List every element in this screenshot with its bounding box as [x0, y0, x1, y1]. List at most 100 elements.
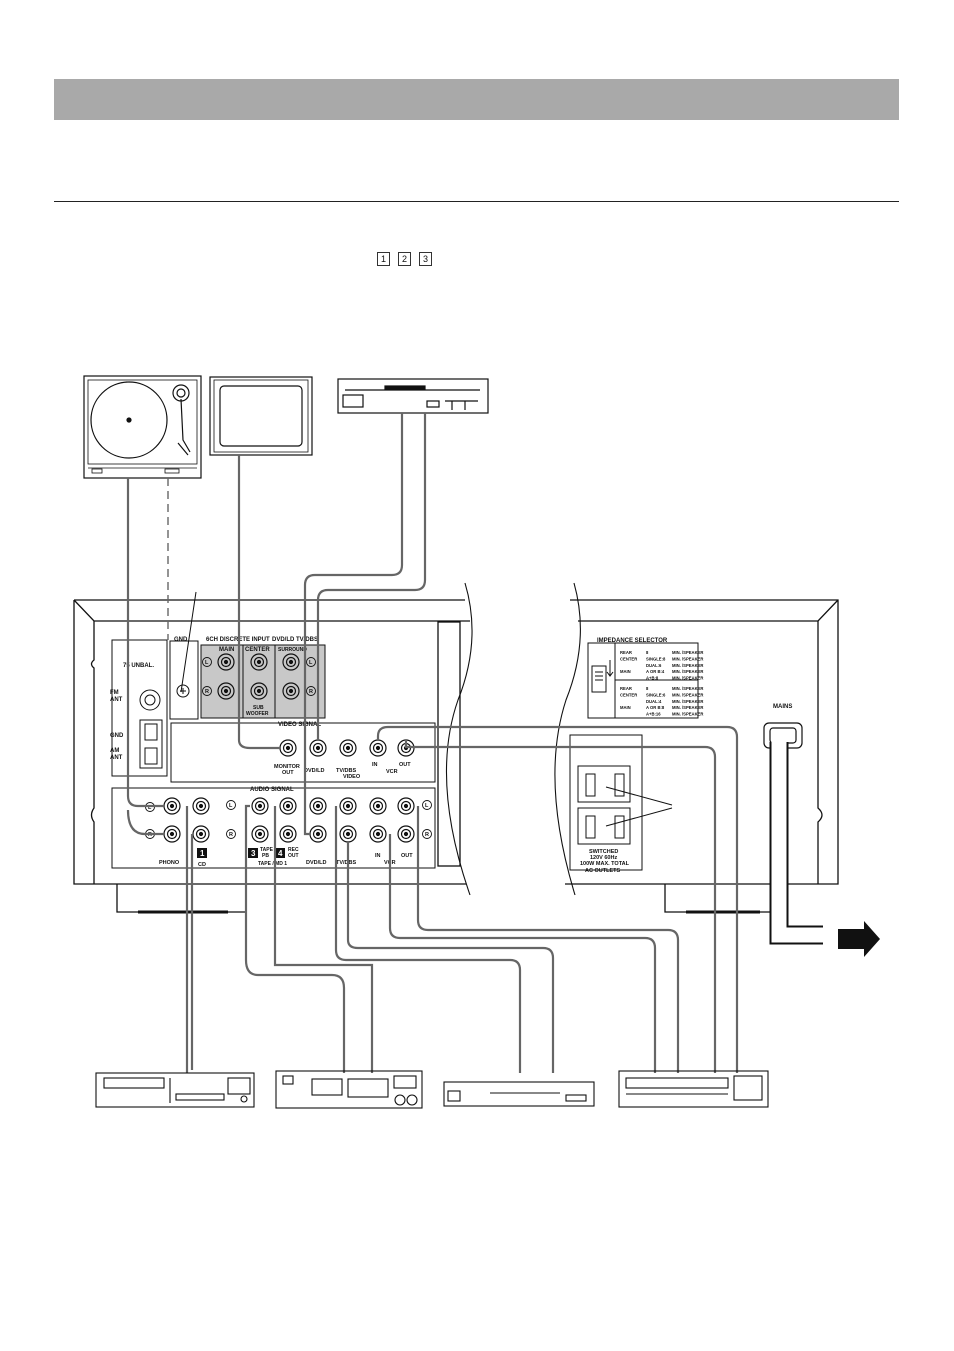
surround-label: SURROUND [278, 647, 307, 653]
impedance-cell: MAIN [620, 669, 631, 674]
audio-signal-panel [111, 787, 436, 869]
impedance-cell: SINGLE:8 [646, 656, 666, 661]
cd-number: 1 [200, 849, 205, 858]
sub-woofer-label-1: SUB [253, 705, 264, 711]
audio-in-label: IN [375, 853, 381, 859]
gnd-label: GND [174, 637, 188, 643]
six-ch-l-left: L [205, 660, 209, 666]
tape-deck [275, 1070, 423, 1109]
ac-outlets-label: AC OUTLETS [585, 868, 620, 874]
am-ant-label-1: AM [110, 748, 119, 754]
audio-signal-label: AUDIO SIGNAL [250, 787, 294, 793]
audio-r-mark-1: R [229, 832, 233, 838]
tape-pb-label-2: PB [262, 853, 269, 859]
unbal-label: 75 UNBAL. [123, 663, 154, 669]
vcr [618, 1070, 769, 1108]
tv-monitor [209, 376, 313, 456]
impedance-cell: SINGLE:6 [646, 692, 666, 697]
impedance-cell: REAR [620, 650, 632, 655]
gnd-ant-label: GND [110, 733, 124, 739]
impedance-selector-label: IMPEDANCE SELECTOR [597, 638, 668, 644]
dvd-player [337, 378, 489, 414]
section-header-bar [54, 79, 899, 120]
impedance-cell: MIN. /SPEAKER [672, 656, 703, 661]
impedance-cell: MIN. /SPEAKER [672, 686, 703, 691]
monitor-out-label-2: OUT [282, 770, 294, 776]
impedance-cell: A OR B:8 [646, 705, 665, 710]
impedance-cell: 8 [646, 686, 649, 691]
impedance-cell: CENTER [620, 692, 637, 697]
right-arrow-icon [838, 921, 880, 957]
tv-dbs-tuner [443, 1081, 595, 1107]
audio-l-mark-1: L [229, 803, 233, 809]
impedance-cell: MIN. /SPEAKER [672, 650, 703, 655]
video-tv-label-1: TV/DBS [336, 768, 357, 774]
video-signal-panel [170, 722, 436, 783]
impedance-cell: 8 [646, 650, 649, 655]
audio-r-mark-2: R [425, 832, 429, 838]
impedance-cell: DUAL:6 [646, 663, 662, 668]
dvd-tv-label: DVD/LD TV/DBS [272, 637, 318, 643]
am-ant-label-2: ANT [110, 755, 123, 761]
audio-tv-label: TV/DBS [336, 860, 357, 866]
impedance-cell: MIN. /SPEAKER [672, 669, 703, 674]
audio-l-mark-2: L [425, 803, 429, 809]
impedance-cell: REAR [620, 686, 632, 691]
impedance-selector [587, 642, 699, 719]
monitor-out-label-1: MONITOR [274, 764, 300, 770]
ref-number-2: 2 [398, 252, 411, 266]
impedance-cell: A+B:16 [646, 712, 661, 717]
cd-number-badge [197, 848, 207, 858]
impedance-cell: DUAL:4 [646, 699, 662, 704]
tape-pb-number: 3 [251, 849, 256, 858]
video-in-label: IN [372, 762, 378, 768]
audio-dvd-label: DVD/LD [306, 860, 327, 866]
six-ch-r-left: R [205, 689, 209, 695]
six-ch-r-right: R [309, 689, 313, 695]
audio-out-label: OUT [401, 853, 413, 859]
video-out-label: OUT [399, 762, 411, 768]
impedance-cell: MIN. /SPEAKER [672, 676, 703, 681]
rec-out-number: 4 [278, 849, 283, 858]
video-vcr-label: VCR [386, 769, 398, 775]
impedance-cell: CENTER [620, 656, 637, 661]
impedance-cell: MIN. /SPEAKER [672, 692, 703, 697]
main-label: MAIN [219, 647, 234, 653]
fm-ant-label-1: FM [110, 690, 119, 696]
antenna-panel [111, 639, 199, 777]
turntable [83, 375, 202, 479]
impedance-cell: MAIN [620, 705, 631, 710]
impedance-cell: MIN. /SPEAKER [672, 712, 703, 717]
video-tv-label-2: VIDEO [343, 774, 361, 780]
video-dvd-label: DVD/LD [304, 768, 325, 774]
switched-label: SWITCHED [589, 849, 618, 855]
rating-label: 120V 60Hz [590, 855, 617, 861]
impedance-cell: MIN. /SPEAKER [672, 699, 703, 704]
tape-pb-number-badge [248, 848, 258, 858]
six-ch-l-right: L [309, 660, 313, 666]
phono-l-mark: L [148, 805, 152, 811]
impedance-cell: A OR B:4 [646, 669, 665, 674]
max-total-label: 100W MAX. TOTAL [580, 861, 630, 867]
ref-number-3: 3 [419, 252, 432, 266]
ref-number-1: 1 [377, 252, 390, 266]
reference-numbers: 1 2 3 [377, 252, 432, 266]
ac-outlets-panel [569, 734, 673, 871]
mains-label: MAINS [773, 704, 792, 710]
tape-pb-label-1: TAPE [260, 847, 274, 853]
receiver-chassis [73, 582, 839, 914]
rec-out-label-2: OUT [288, 853, 299, 859]
impedance-cell: MIN. /SPEAKER [672, 705, 703, 710]
impedance-cell: MIN. /SPEAKER [672, 663, 703, 668]
cd-label: CD [198, 862, 206, 868]
tape-md-label: TAPE / MD 1 [258, 861, 287, 867]
section-rule [54, 201, 899, 202]
center-label: CENTER [245, 647, 270, 653]
impedance-cell: A+B:8 [646, 676, 659, 681]
sub-woofer-label-2: WOOFER [246, 711, 269, 717]
rec-out-label-1: REC [288, 847, 299, 853]
video-signal-label: VIDEO SIGNAL [278, 722, 321, 728]
